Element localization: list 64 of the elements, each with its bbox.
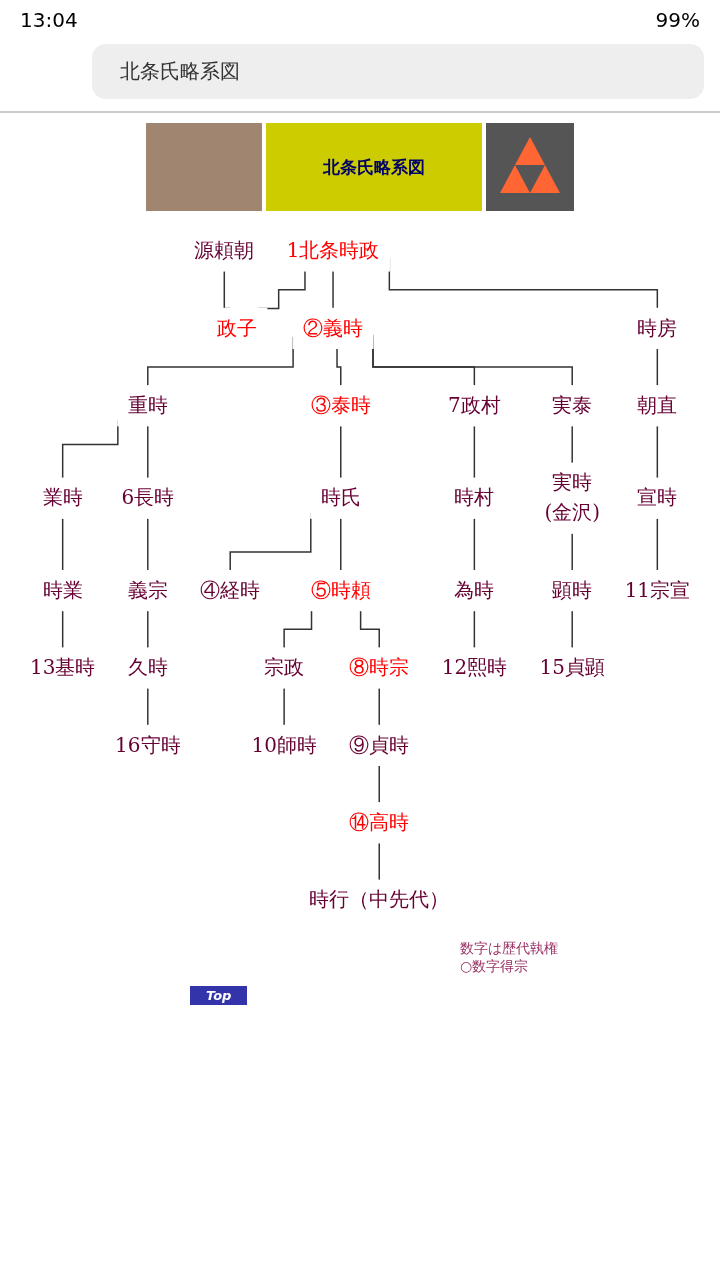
node-text: 時氏	[320, 485, 361, 510]
node-text: 実泰	[552, 393, 593, 418]
node-text: 為時	[454, 578, 495, 602]
connector	[656, 425, 659, 479]
note: 数字は歴代執権	[460, 940, 559, 959]
node-text: 時業	[42, 578, 83, 602]
node-text: ⑤時頼	[310, 578, 371, 602]
node-text: 顕時	[552, 578, 593, 602]
node-text: 宗政	[264, 655, 305, 680]
connector	[340, 517, 342, 572]
connector	[283, 687, 285, 727]
connector	[571, 425, 573, 464]
connector	[147, 687, 149, 727]
connector	[61, 609, 64, 649]
node-text: 7政村	[448, 393, 501, 418]
connector	[473, 517, 476, 572]
node-text: 13基時	[29, 655, 96, 680]
connector	[147, 517, 149, 572]
node-text: 時村	[454, 485, 495, 510]
node-text: 11宗宣	[624, 578, 691, 602]
connector	[571, 609, 573, 649]
connector	[473, 425, 476, 479]
connector	[147, 609, 149, 649]
connector	[378, 687, 380, 727]
node-text: ⑧時宗	[349, 655, 410, 680]
node-text: 業時	[42, 485, 83, 510]
connector	[61, 517, 64, 572]
node-text: ③泰時	[310, 393, 371, 418]
connector	[332, 270, 334, 310]
node-text: 時房	[637, 315, 678, 340]
node-text: 1北条時政	[286, 238, 380, 263]
connector	[340, 425, 342, 479]
note: ○数字得宗	[460, 958, 530, 977]
page-title: 北条氏略系図	[120, 59, 240, 83]
node-text: 16守時	[115, 732, 181, 757]
node-text: 時行（中先代）	[309, 887, 450, 912]
connector	[147, 425, 149, 479]
node-text: ⑭高時	[349, 810, 410, 835]
node-text: 義宗	[127, 578, 168, 602]
top-button: Top	[190, 986, 248, 1006]
battery-percentage: 99%	[655, 8, 700, 32]
connector	[656, 347, 659, 387]
connector	[378, 842, 380, 881]
node-text: 実時 (金沢)	[544, 470, 600, 525]
status-time: 13:04	[20, 8, 78, 32]
connector	[378, 764, 380, 804]
connector	[571, 532, 573, 572]
connector	[656, 517, 659, 572]
connector	[336, 347, 342, 387]
node-text: ④経時	[200, 578, 261, 602]
node-text: 15貞顕	[539, 655, 605, 680]
node-text: ⑨貞時	[349, 732, 410, 757]
node-text: 朝直	[637, 393, 678, 418]
node-text: 宣時	[637, 485, 678, 510]
node-text: 6長時	[121, 485, 175, 510]
connector	[473, 609, 476, 649]
node-text: 重時	[127, 393, 168, 418]
connector	[283, 609, 313, 649]
title: 北条氏略系図	[323, 155, 425, 179]
node-text: 10師時	[251, 732, 317, 757]
connector	[359, 609, 380, 649]
node-text: 源頼朝	[194, 238, 255, 263]
node-text: 12熙時	[441, 655, 508, 680]
node-text: 久時	[127, 655, 168, 680]
